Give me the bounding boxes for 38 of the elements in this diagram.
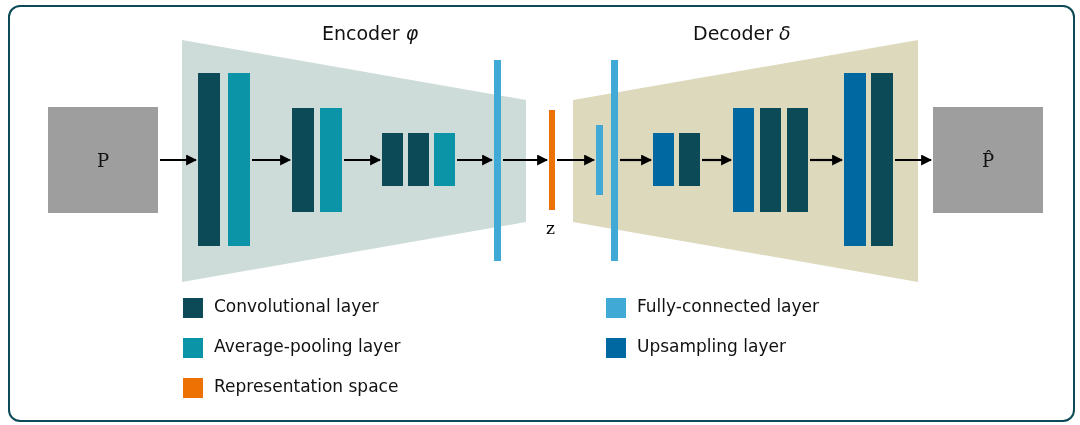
convolutional-layer-bar: [787, 108, 808, 212]
arrow: [620, 154, 653, 166]
pooling-layer-bar: [320, 108, 342, 212]
arrow: [160, 154, 198, 166]
legend-label: Convolutional layer: [214, 296, 379, 316]
section-title: Encoder φ: [322, 22, 419, 44]
output-box: P̂: [933, 107, 1043, 213]
arrow: [503, 154, 549, 166]
legend-label: Upsampling layer: [637, 336, 786, 356]
convolutional-layer-bar: [292, 108, 314, 212]
arrow: [344, 154, 382, 166]
legend-label: Fully-connected layer: [637, 296, 820, 316]
variable-label: z: [546, 218, 555, 238]
arrow: [895, 154, 933, 166]
input-box: P: [48, 107, 158, 213]
convolutional-layer-bar: [679, 133, 700, 186]
pooling-layer-bar: [228, 73, 250, 246]
legend-label: Average-pooling layer: [214, 336, 401, 356]
upsampling-layer-bar: [844, 73, 866, 246]
arrow: [702, 154, 733, 166]
arrow: [557, 154, 596, 166]
arrow: [810, 154, 844, 166]
pooling-layer-bar: [434, 133, 455, 186]
fully-connected-layer-bar: [494, 60, 501, 261]
convolutional-layer-bar: [871, 73, 893, 246]
convolutional-layer-bar: [198, 73, 220, 246]
convolutional-layer-bar: [382, 133, 403, 186]
legend-label: Representation space: [214, 376, 399, 396]
fully-connected-layer-bar: [611, 60, 618, 261]
upsampling-layer-bar: [653, 133, 674, 186]
convolutional-layer-bar: [760, 108, 781, 212]
representation-bar: [549, 110, 555, 210]
arrow: [252, 154, 292, 166]
arrow: [457, 154, 494, 166]
fully-connected-layer-bar: [596, 125, 603, 195]
section-title: Decoder δ: [693, 22, 791, 44]
upsampling-layer-bar: [733, 108, 754, 212]
convolutional-layer-bar: [408, 133, 429, 186]
